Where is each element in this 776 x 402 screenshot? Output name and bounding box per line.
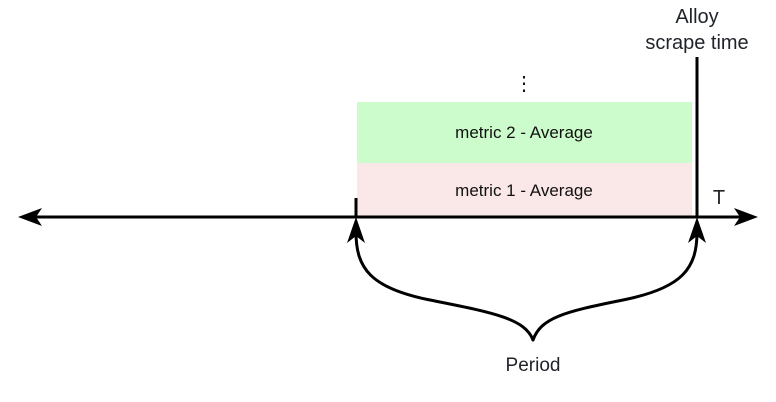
scrape-time-label-line1: Alloy bbox=[675, 6, 718, 28]
band-metric-1 bbox=[357, 163, 692, 217]
scrape-time-label-line2: scrape time bbox=[645, 32, 748, 54]
axis-arrow-left-icon bbox=[18, 208, 42, 226]
period-brace-left bbox=[354, 230, 535, 342]
band-metric-2 bbox=[357, 102, 692, 163]
axis-name-label: T bbox=[713, 187, 725, 209]
period-label: Period bbox=[506, 355, 561, 376]
period-brace-right bbox=[531, 230, 699, 342]
period-arrow-left-icon bbox=[347, 217, 365, 243]
axis-arrow-right-icon bbox=[734, 208, 758, 226]
ellipsis-icon: ⋮ bbox=[514, 73, 534, 95]
period-arrow-right-icon bbox=[688, 217, 706, 243]
band-metric-1-label: metric 1 - Average bbox=[455, 181, 593, 200]
band-metric-2-label: metric 2 - Average bbox=[455, 123, 593, 142]
